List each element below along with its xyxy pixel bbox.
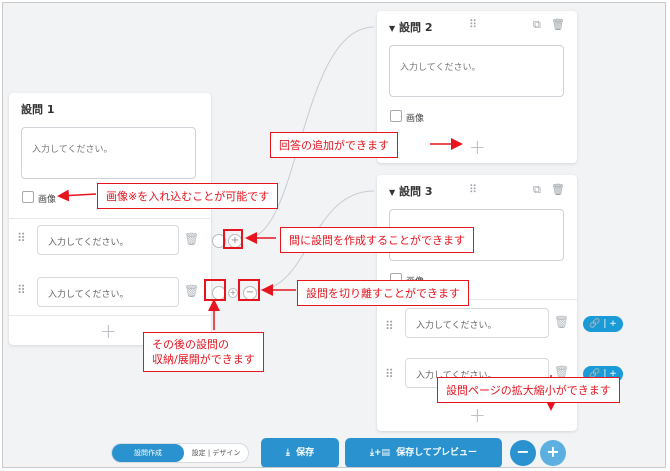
- highlight-insert-plus: [223, 229, 243, 249]
- drag-handle-icon[interactable]: ⠿: [17, 283, 26, 297]
- save-button[interactable]: ⤓ 保存: [261, 438, 339, 467]
- tab-settings-label: 設定: [191, 449, 206, 457]
- question-3-choice-input[interactable]: 入力してください。: [405, 308, 549, 338]
- question-3-title-text: 設問 3: [399, 185, 433, 198]
- download-icon: ⤓: [285, 448, 290, 458]
- callout-collapse-line1: その後の設問の: [152, 338, 229, 351]
- save-preview-label: 保存してプレビュー: [396, 448, 478, 458]
- add-choice-plus-icon[interactable]: +: [100, 319, 117, 343]
- question-2-title-text: 設問 2: [399, 21, 433, 34]
- drag-handle-icon[interactable]: ⠿: [385, 319, 394, 333]
- question-1-image-label: 画像: [38, 195, 57, 205]
- connector-node: [212, 234, 226, 248]
- minus-icon: −: [516, 442, 530, 461]
- question-1-choice-input-2[interactable]: 入力してください。: [37, 277, 179, 307]
- chevron-down-icon[interactable]: ▼: [389, 188, 396, 197]
- zoom-out-button[interactable]: −: [510, 440, 536, 466]
- copy-icon[interactable]: ⧉: [533, 18, 541, 31]
- callout-image-insert: 画像※を入れ込むことが可能です: [97, 183, 279, 209]
- question-1-text-input[interactable]: 入力してください。: [21, 127, 196, 179]
- link-icon: 🔗: [589, 369, 601, 379]
- trash-icon[interactable]: 🗑: [554, 365, 570, 379]
- drag-handle-icon[interactable]: ⠿: [469, 183, 478, 196]
- divider: [9, 315, 211, 316]
- tab-question-create[interactable]: 設問作成: [112, 444, 184, 462]
- callout-split: 設問を切り離すことができます: [297, 280, 469, 306]
- trash-icon[interactable]: 🗑: [184, 232, 200, 246]
- highlight-split-minus: [238, 279, 260, 301]
- divider: [377, 299, 577, 300]
- drag-handle-icon[interactable]: ⠿: [469, 18, 478, 31]
- callout-insert-between: 間に設問を作成することができます: [280, 227, 474, 253]
- plus-icon: +: [546, 442, 560, 461]
- mode-toggle[interactable]: 設問作成 設定 | デザイン: [111, 443, 249, 463]
- question-1-title: 設問 1: [21, 103, 55, 116]
- add-answer-plus-icon[interactable]: +: [469, 135, 486, 159]
- question-1-choice-input[interactable]: 入力してください。: [37, 225, 179, 255]
- drag-handle-icon[interactable]: ⠿: [17, 231, 26, 245]
- trash-icon[interactable]: 🗑: [551, 18, 565, 31]
- link-icon: 🔗: [589, 319, 601, 329]
- preview-icon: ▤: [381, 448, 391, 458]
- question-2-image-checkbox[interactable]: [390, 110, 402, 122]
- download-icon: ⤓: [369, 448, 374, 458]
- callout-collapse-line2: 収納/展開ができます: [152, 353, 255, 366]
- tab-design-label: デザイン: [212, 449, 241, 457]
- trash-icon[interactable]: 🗑: [184, 284, 200, 298]
- question-1-image-checkbox[interactable]: [22, 191, 34, 203]
- link-add-button[interactable]: 🔗 | +: [583, 316, 623, 332]
- question-2-text-input[interactable]: 入力してください。: [389, 45, 564, 97]
- callout-zoom: 設問ページの拡大縮小ができます: [437, 377, 620, 403]
- trash-icon[interactable]: 🗑: [551, 183, 565, 196]
- question-2-title: ▼ 設問 2: [389, 19, 432, 35]
- insert-node-plus-icon[interactable]: +: [228, 288, 238, 298]
- divider: [9, 218, 211, 219]
- drag-handle-icon[interactable]: ⠿: [385, 367, 394, 381]
- zoom-in-button[interactable]: +: [540, 440, 566, 466]
- save-label: 保存: [296, 448, 315, 458]
- trash-icon[interactable]: 🗑: [554, 315, 570, 329]
- save-preview-button[interactable]: ⤓+▤ 保存してプレビュー: [345, 438, 502, 467]
- highlight-collapse-node: [204, 279, 226, 301]
- question-2-image-label: 画像: [406, 114, 425, 124]
- callout-add-answer: 回答の追加ができます: [270, 132, 398, 158]
- add-choice-plus-icon[interactable]: +: [469, 403, 486, 427]
- copy-icon[interactable]: ⧉: [533, 183, 541, 196]
- question-3-title: ▼ 設問 3: [389, 183, 432, 199]
- callout-collapse: その後の設問の 収納/展開ができます: [143, 332, 264, 372]
- tab-settings-design[interactable]: 設定 | デザイン: [191, 449, 241, 457]
- chevron-down-icon[interactable]: ▼: [389, 24, 396, 33]
